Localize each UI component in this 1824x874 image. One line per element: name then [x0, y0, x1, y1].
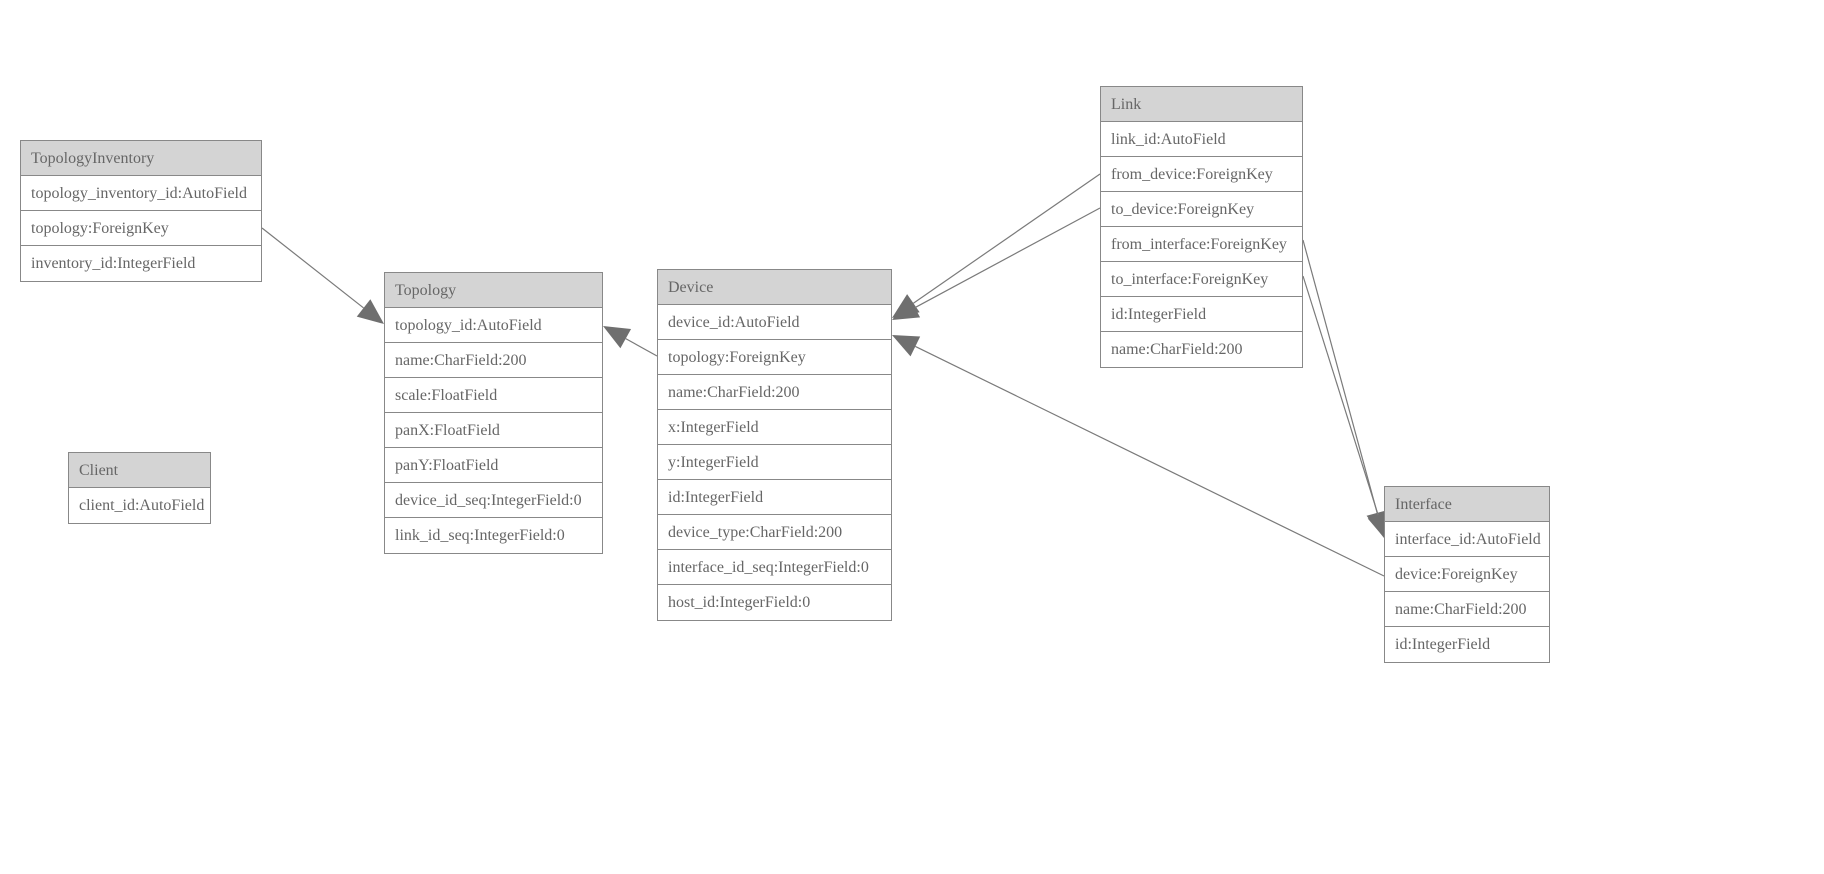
- field-row[interactable]: from_interface:ForeignKey: [1101, 227, 1302, 262]
- entity-fields-client: client_id:AutoField: [69, 488, 210, 523]
- relation-line: [1302, 239, 1378, 514]
- field-row[interactable]: link_id_seq:IntegerField:0: [385, 518, 602, 553]
- relation-line: [625, 338, 658, 357]
- field-row[interactable]: device_id_seq:IntegerField:0: [385, 483, 602, 518]
- field-row[interactable]: panY:FloatField: [385, 448, 602, 483]
- relation-arrowhead-icon: [356, 299, 384, 324]
- field-row[interactable]: host_id:IntegerField:0: [658, 585, 891, 620]
- field-row[interactable]: device:ForeignKey: [1385, 557, 1549, 592]
- relation-link-to-device: [892, 207, 1101, 320]
- field-row[interactable]: id:IntegerField: [1385, 627, 1549, 662]
- field-row[interactable]: link_id:AutoField: [1101, 122, 1302, 157]
- field-row[interactable]: name:CharField:200: [658, 375, 891, 410]
- field-row[interactable]: topology_inventory_id:AutoField: [21, 176, 261, 211]
- entity-title-client: Client: [69, 453, 210, 488]
- relation-link-from-interface: [1302, 239, 1388, 538]
- entity-title-topology: Topology: [385, 273, 602, 308]
- field-row[interactable]: to_interface:ForeignKey: [1101, 262, 1302, 297]
- field-row[interactable]: y:IntegerField: [658, 445, 891, 480]
- field-row[interactable]: id:IntegerField: [1101, 297, 1302, 332]
- field-row[interactable]: inventory_id:IntegerField: [21, 246, 261, 281]
- relation-device-topology: [603, 326, 658, 357]
- relation-topologyinventory-topology: [261, 227, 384, 324]
- relation-line: [913, 173, 1101, 304]
- relation-link-to-interface: [1302, 275, 1389, 540]
- field-row[interactable]: scale:FloatField: [385, 378, 602, 413]
- field-row[interactable]: topology:ForeignKey: [21, 211, 261, 246]
- entity-title-interface: Interface: [1385, 487, 1549, 522]
- relation-link-from-device: [892, 173, 1101, 318]
- field-row[interactable]: interface_id_seq:IntegerField:0: [658, 550, 891, 585]
- entity-title-link: Link: [1101, 87, 1302, 122]
- field-row[interactable]: id:IntegerField: [658, 480, 891, 515]
- relation-arrowhead-icon: [892, 294, 920, 318]
- relation-arrowhead-icon: [892, 297, 921, 320]
- field-row[interactable]: name:CharField:200: [1101, 332, 1302, 367]
- field-row[interactable]: name:CharField:200: [1385, 592, 1549, 627]
- field-row[interactable]: device_type:CharField:200: [658, 515, 891, 550]
- field-row[interactable]: device_id:AutoField: [658, 305, 891, 340]
- relation-arrowhead-icon: [603, 326, 632, 349]
- entity-title-device: Device: [658, 270, 891, 305]
- relation-line: [1302, 275, 1379, 516]
- field-row[interactable]: panX:FloatField: [385, 413, 602, 448]
- field-row[interactable]: to_device:ForeignKey: [1101, 192, 1302, 227]
- field-row[interactable]: from_device:ForeignKey: [1101, 157, 1302, 192]
- relation-line: [261, 227, 364, 309]
- entity-title-topology-inventory: TopologyInventory: [21, 141, 261, 176]
- relation-line: [914, 207, 1101, 309]
- field-row[interactable]: x:IntegerField: [658, 410, 891, 445]
- field-row[interactable]: interface_id:AutoField: [1385, 522, 1549, 557]
- relation-line: [915, 345, 1385, 577]
- field-row[interactable]: name:CharField:200: [385, 343, 602, 378]
- relation-interface-device: [892, 335, 1385, 577]
- field-row[interactable]: topology_id:AutoField: [385, 308, 602, 343]
- relation-arrowhead-icon: [892, 335, 921, 357]
- field-row[interactable]: client_id:AutoField: [69, 488, 210, 523]
- field-row[interactable]: topology:ForeignKey: [658, 340, 891, 375]
